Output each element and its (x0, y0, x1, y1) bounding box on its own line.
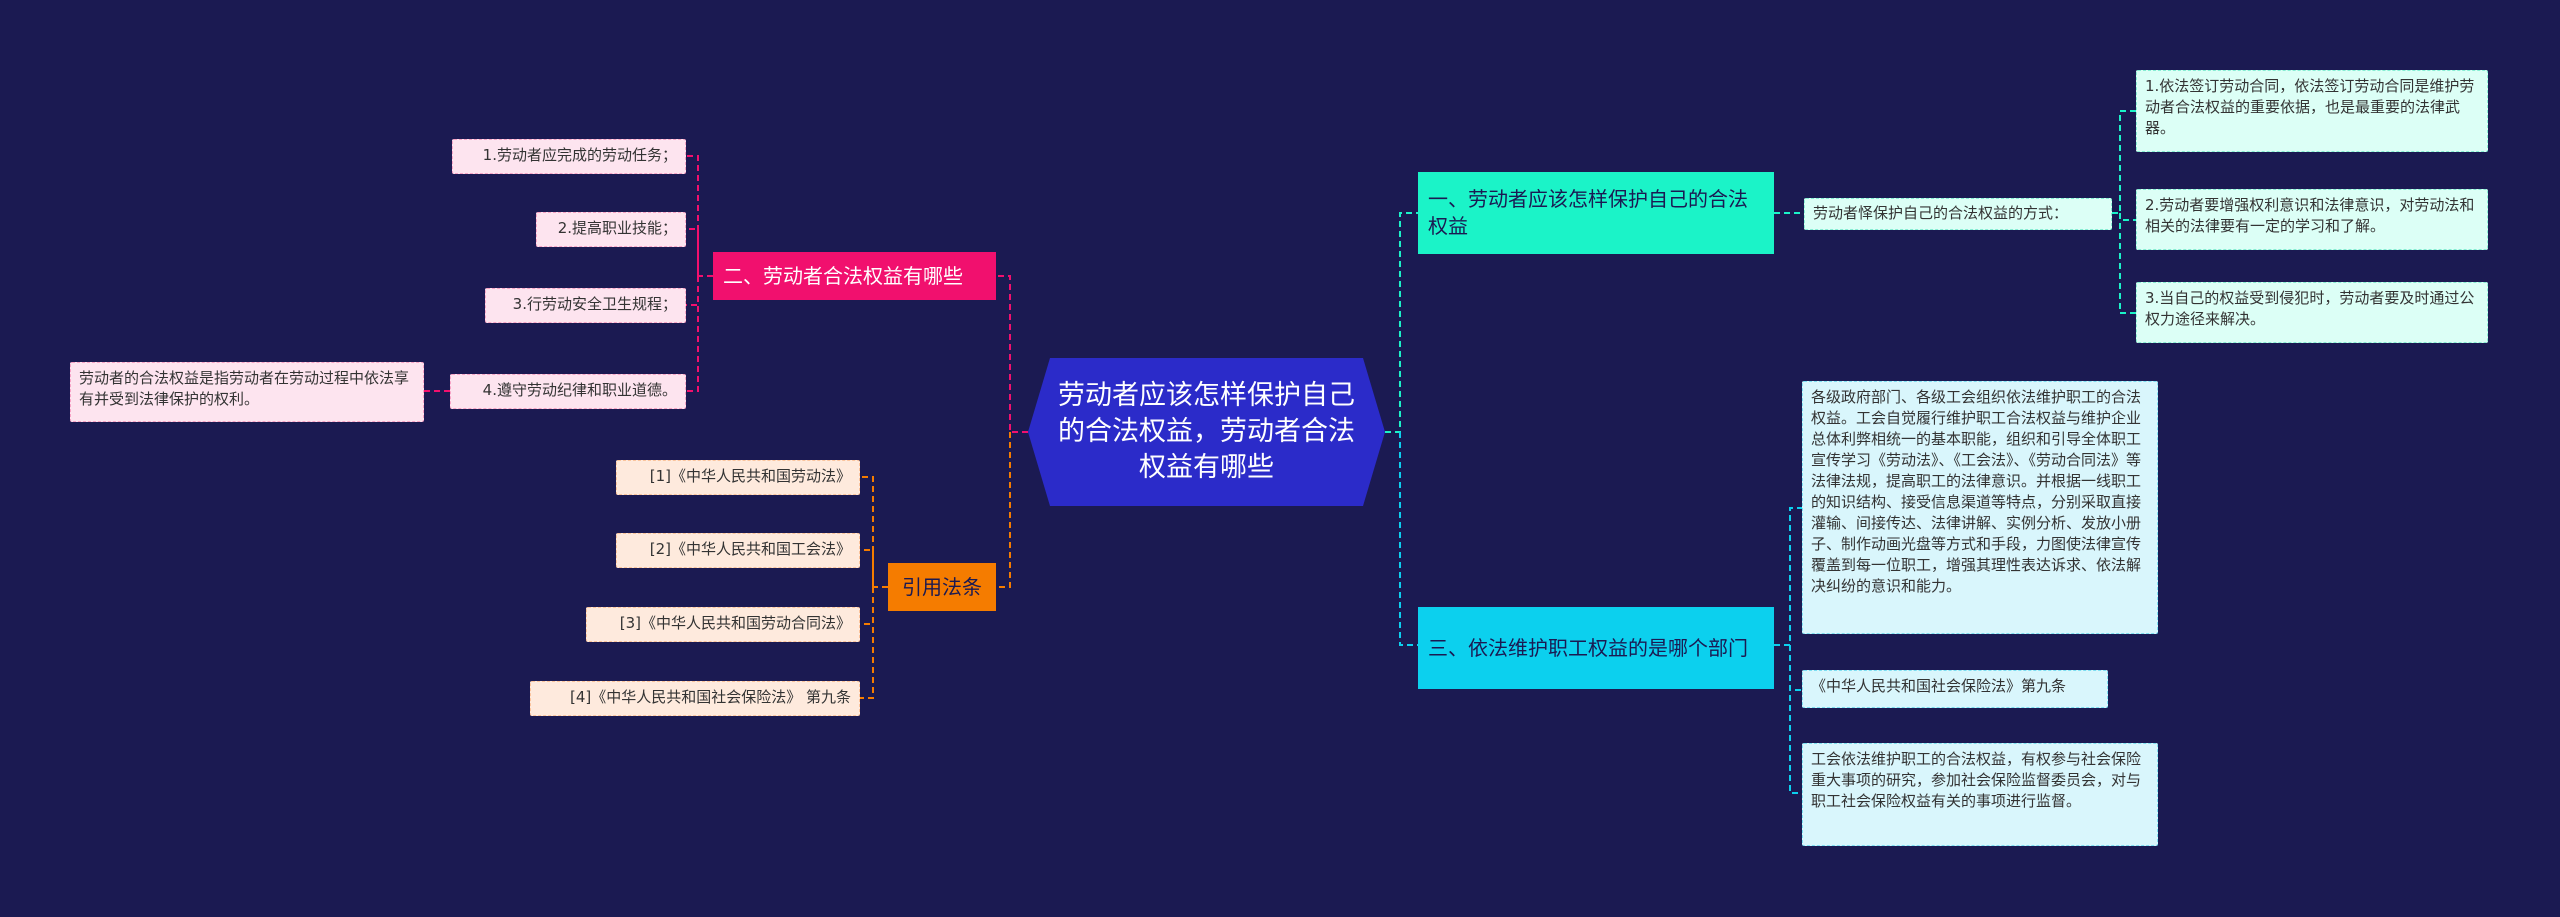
protect-method-2[interactable]: 2.劳动者要增强权利意识和法律意识，对劳动法和相关的法律要有一定的学习和了解。 (2136, 189, 2488, 250)
branch-protect-rights-label: 一、劳动者应该怎样保护自己的合法权益 (1428, 187, 1748, 238)
cited-law-2-text: [2]《中华人民共和国工会法》 (649, 540, 851, 558)
branch-legal-rights-label: 二、劳动者合法权益有哪些 (723, 263, 963, 288)
protect-method-2-text: 2.劳动者要增强权利意识和法律意识，对劳动法和相关的法律要有一定的学习和了解。 (2145, 196, 2475, 235)
department-detail[interactable]: 各级政府部门、各级工会组织依法维护职工的合法权益。工会自觉履行维护职工合法权益与… (1802, 381, 2158, 634)
social-insurance-law-ref-text: 《中华人民共和国社会保险法》第九条 (1811, 677, 2067, 695)
cited-law-1-text: [1]《中华人民共和国劳动法》 (649, 467, 851, 485)
branch-cited-laws[interactable]: 引用法条 (888, 563, 996, 611)
rights-definition-note[interactable]: 劳动者的合法权益是指劳动者在劳动过程中依法享有并受到法律保护的权利。 (70, 362, 424, 422)
union-supervision-text: 工会依法维护职工的合法权益，有权参与社会保险重大事项的研究，参加社会保险监督委员… (1811, 750, 2142, 810)
protect-method-3[interactable]: 3.当自己的权益受到侵犯时，劳动者要及时通过公权力途径来解决。 (2136, 282, 2488, 343)
union-supervision[interactable]: 工会依法维护职工的合法权益，有权参与社会保险重大事项的研究，参加社会保险监督委员… (1802, 743, 2158, 846)
protect-method-1-text: 1.依法签订劳动合同，依法签订劳动合同是维护劳动者合法权益的重要依据，也是最重要… (2145, 77, 2475, 137)
rights-item-1-text: 1.劳动者应完成的劳动任务； (482, 146, 677, 164)
branch-protect-rights[interactable]: 一、劳动者应该怎样保护自己的合法权益 (1418, 172, 1774, 254)
rights-item-4[interactable]: 4.遵守劳动纪律和职业道德。 (450, 374, 686, 409)
branch-responsible-department-label: 三、依法维护职工权益的是哪个部门 (1428, 635, 1748, 660)
protect-methods-node[interactable]: 劳动者怿保护自己的合法权益的方式： (1804, 198, 2112, 230)
root-title: 劳动者应该怎样保护自己的合法权益，劳动者合法权益有哪些 (1058, 380, 1355, 483)
cited-law-3[interactable]: [3]《中华人民共和国劳动合同法》 (586, 607, 860, 642)
protect-method-3-text: 3.当自己的权益受到侵犯时，劳动者要及时通过公权力途径来解决。 (2145, 289, 2475, 328)
rights-item-1[interactable]: 1.劳动者应完成的劳动任务； (452, 139, 686, 174)
rights-definition-note-text: 劳动者的合法权益是指劳动者在劳动过程中依法享有并受到法律保护的权利。 (79, 369, 410, 408)
branch-cited-laws-label: 引用法条 (902, 574, 982, 599)
cited-law-4-text: [4]《中华人民共和国社会保险法》 第九条 (569, 688, 851, 706)
rights-item-3[interactable]: 3.行劳动安全卫生规程； (485, 288, 686, 323)
rights-item-4-text: 4.遵守劳动纪律和职业道德。 (482, 381, 677, 399)
cited-law-4[interactable]: [4]《中华人民共和国社会保险法》 第九条 (530, 681, 860, 716)
root-topic[interactable]: 劳动者应该怎样保护自己的合法权益，劳动者合法权益有哪些 (1028, 358, 1385, 506)
protect-method-1[interactable]: 1.依法签订劳动合同，依法签订劳动合同是维护劳动者合法权益的重要依据，也是最重要… (2136, 70, 2488, 152)
department-detail-text: 各级政府部门、各级工会组织依法维护职工的合法权益。工会自觉履行维护职工合法权益与… (1811, 388, 2142, 595)
cited-law-3-text: [3]《中华人民共和国劳动合同法》 (619, 614, 851, 632)
social-insurance-law-ref[interactable]: 《中华人民共和国社会保险法》第九条 (1802, 670, 2108, 708)
cited-law-2[interactable]: [2]《中华人民共和国工会法》 (616, 533, 860, 568)
branch-legal-rights[interactable]: 二、劳动者合法权益有哪些 (713, 252, 996, 300)
branch-responsible-department[interactable]: 三、依法维护职工权益的是哪个部门 (1418, 607, 1774, 689)
protect-methods-label: 劳动者怿保护自己的合法权益的方式： (1813, 204, 2069, 222)
rights-item-2-text: 2.提高职业技能； (557, 219, 677, 237)
rights-item-2[interactable]: 2.提高职业技能； (536, 212, 686, 247)
rights-item-3-text: 3.行劳动安全卫生规程； (512, 295, 677, 313)
cited-law-1[interactable]: [1]《中华人民共和国劳动法》 (616, 460, 860, 495)
